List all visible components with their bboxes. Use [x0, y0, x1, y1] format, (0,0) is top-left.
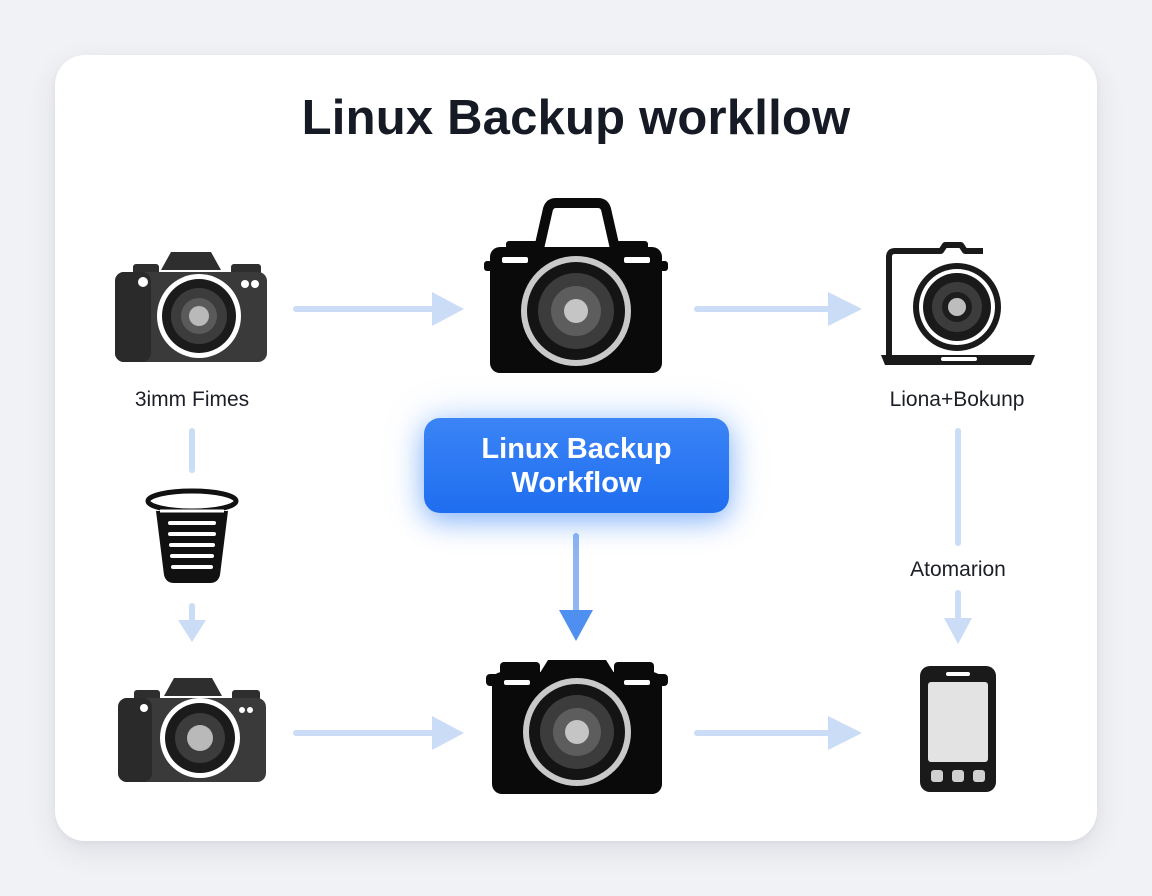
arrow-top-right: [694, 306, 834, 312]
arrow-left-vertical-lower: [189, 603, 195, 625]
arrow-left-vertical-head: [178, 620, 206, 642]
phone-icon: [920, 666, 996, 792]
arrow-center-down-head: [559, 610, 593, 641]
label-automation: Atomarion: [910, 558, 1006, 581]
arrow-right-vertical-lower: [955, 590, 961, 620]
arrow-right-vertical-upper: [955, 428, 961, 546]
arrow-bottom-left-head: [432, 716, 464, 750]
arrow-center-down: [573, 533, 579, 615]
label-source-files: 3imm Fimes: [134, 388, 250, 411]
arrow-top-left: [293, 306, 438, 312]
camera-icon: [486, 660, 668, 794]
arrow-left-vertical-upper: [189, 428, 195, 473]
center-node-line1: Linux Backup: [481, 432, 672, 465]
storage-drum-icon: [145, 488, 239, 583]
laptop-icon: [881, 242, 1035, 365]
label-linux-backup: Liona+Bokunp: [889, 388, 1025, 411]
center-workflow-node: Linux Backup Workflow: [424, 418, 729, 513]
center-node-line2: Workflow: [511, 466, 642, 499]
arrow-bottom-right: [694, 730, 834, 736]
arrow-bottom-right-head: [828, 716, 862, 750]
camera-icon: [118, 678, 266, 782]
camera-with-handle-icon: [484, 198, 668, 373]
arrow-right-vertical-head: [944, 618, 972, 644]
arrow-top-right-head: [828, 292, 862, 326]
arrow-bottom-left: [293, 730, 438, 736]
camera-icon: [115, 252, 267, 362]
arrow-top-left-head: [432, 292, 464, 326]
diagram-title: Linux Backup workllow: [301, 91, 851, 145]
